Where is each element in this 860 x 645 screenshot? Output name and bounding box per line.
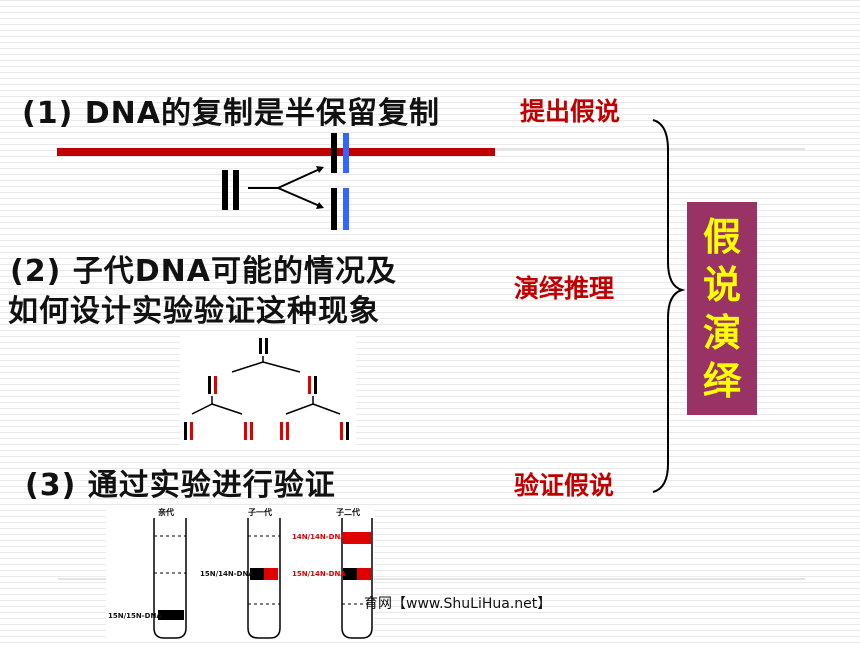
col-label-gen1: 子一代 [248,508,272,517]
label-propose-hypothesis: 提出假说 [520,97,621,126]
label-deductive-reasoning: 演绎推理 [514,274,615,303]
band-label-gen2-light: 14N/14N-DNA [292,533,346,541]
experiment-figure: 亲代 子一代 子二代 15N/15N-DNA 15N/14N-DNA 14N/1… [106,506,374,640]
hypothetico-deductive-box: 假 说 演 绎 [687,202,757,415]
box-char-2: 说 [702,262,741,307]
item2-heading-line1: (2) 子代DNA可能的情况及 [10,254,397,289]
col-label-gen2: 子二代 [336,508,360,517]
band-label-gen1: 15N/14N-DNA [200,570,254,578]
item3-heading: (3) 通过实验进行验证 [25,468,336,503]
item2-heading-line2: 如何设计实验验证这种现象 [8,294,380,329]
box-char-1: 假 [702,214,741,259]
centrifuge-tubes [153,518,373,639]
label-verify-hypothesis: 验证假说 [514,471,615,500]
box-char-4: 绎 [702,358,741,403]
band-label-parent: 15N/15N-DNA [108,612,162,620]
band-label-gen2-hybrid: 15N/14N-DNA [292,570,346,578]
col-label-parent: 亲代 [158,508,174,517]
item1-heading: (1) DNA的复制是半保留复制 [22,96,440,131]
box-char-3: 演 [702,310,741,355]
replication-tree-diagram [180,334,356,446]
footer-watermark: 育网【www.ShuLiHua.net】 [364,596,552,612]
